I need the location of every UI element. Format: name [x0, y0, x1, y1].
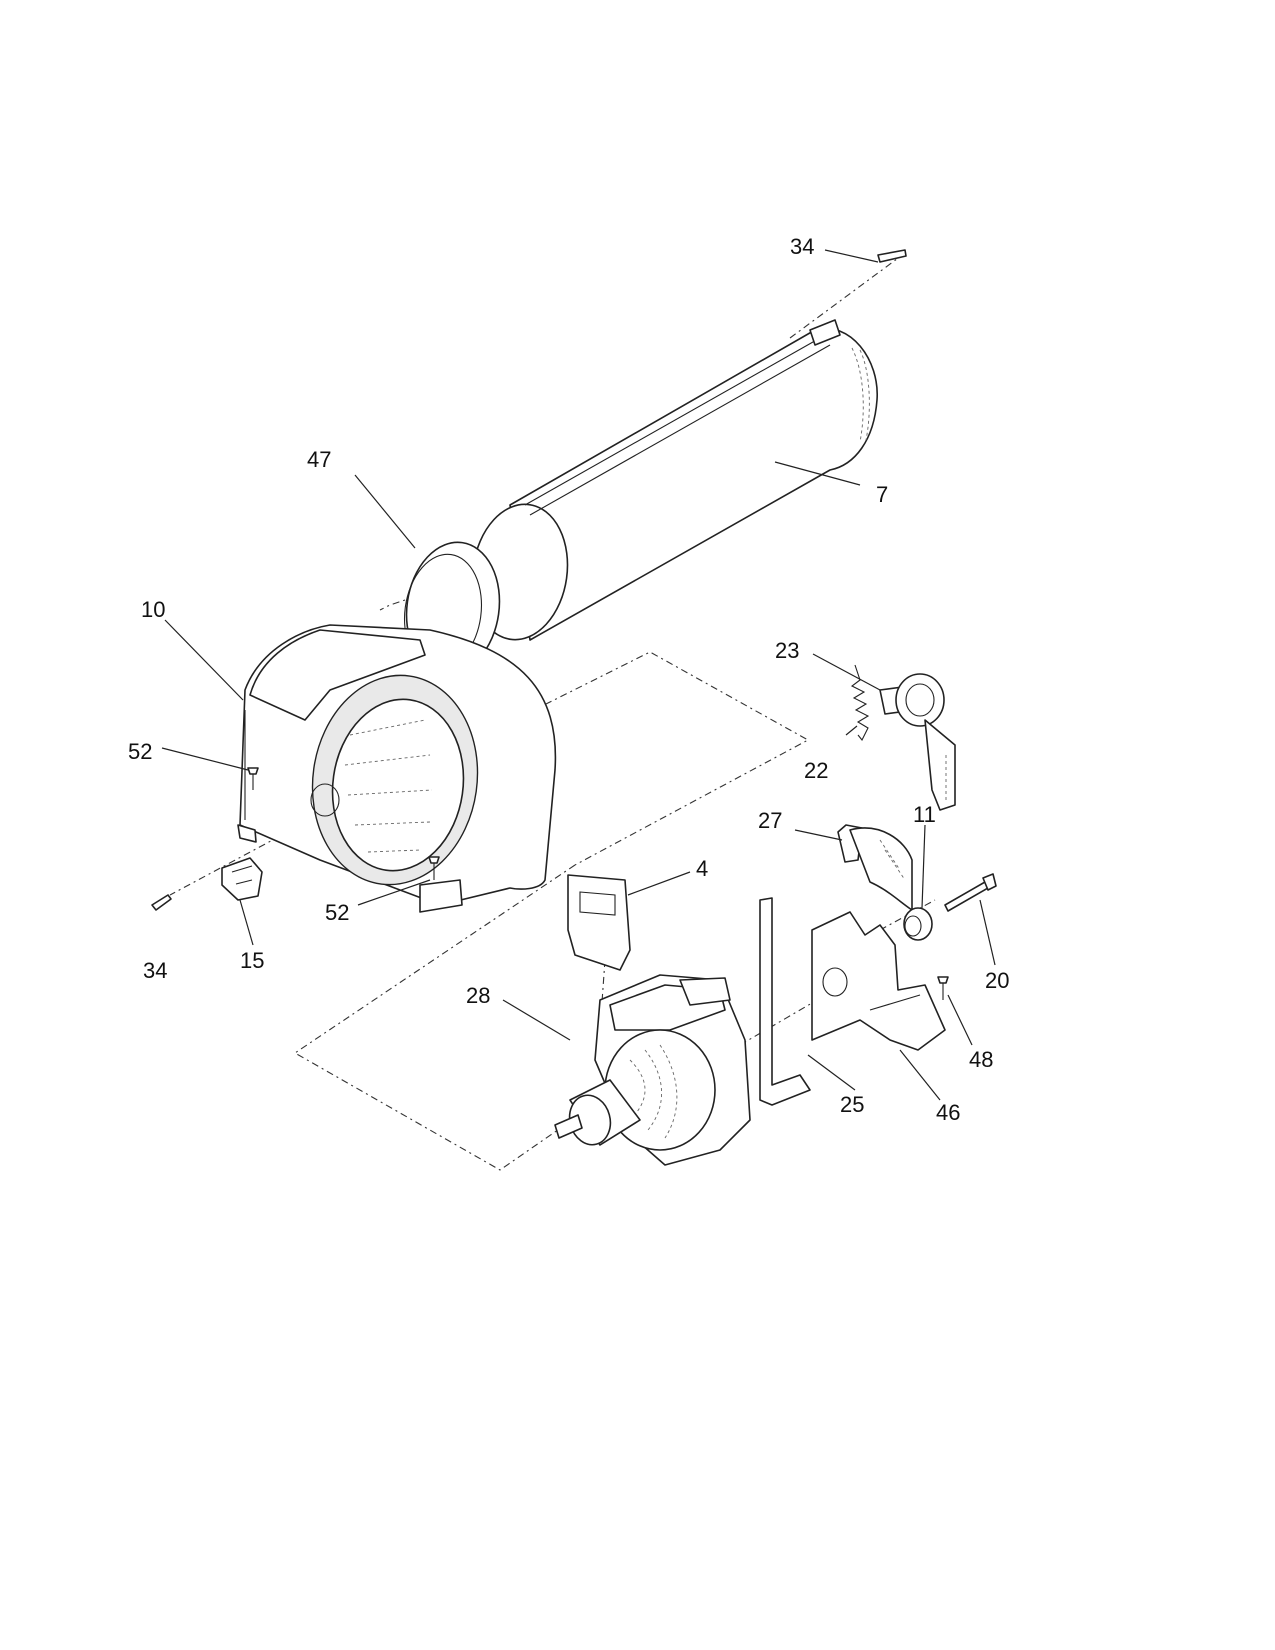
idler-bracket-part-27: [837, 824, 913, 911]
callout-10: 10: [141, 597, 165, 622]
callout-47: 47: [307, 447, 331, 472]
callout-7: 7: [876, 482, 888, 507]
callout-23: 23: [775, 638, 799, 663]
callout-11: 11: [913, 802, 936, 827]
callout-34-top: 34: [790, 234, 814, 259]
callout-52-bottom: 52: [325, 900, 349, 925]
callout-22: 22: [804, 758, 828, 783]
roller-part-11: [903, 907, 933, 941]
idler-pulley-part-23: [879, 673, 956, 811]
leader-lines: [161, 249, 996, 1101]
callout-labels: 34 47 7 10 23 52 22 27 11 4 52 34 15 20 …: [128, 234, 1009, 1125]
bolt-part-20: [944, 873, 997, 912]
motor-blower-part-28: [554, 974, 751, 1166]
belt-part-25: [759, 897, 811, 1106]
callout-25: 25: [840, 1092, 864, 1117]
callout-27: 27: [758, 808, 782, 833]
screw-part-48: [937, 976, 949, 1000]
callout-52-left: 52: [128, 739, 152, 764]
screw-part-52-bottom: [428, 856, 440, 880]
callout-15: 15: [240, 948, 264, 973]
screw-part-34-left: [151, 894, 172, 911]
motor-mount-part-46: [811, 911, 946, 1051]
callout-4: 4: [696, 856, 708, 881]
callout-48: 48: [969, 1047, 993, 1072]
screw-part-52-left: [247, 767, 259, 790]
callout-34-left: 34: [143, 958, 167, 983]
callout-28: 28: [466, 983, 490, 1008]
spring-part-22: [850, 664, 870, 742]
front-bulkhead-part-10: [237, 624, 557, 913]
screw-part-34-top: [877, 249, 907, 263]
callout-20: 20: [985, 968, 1009, 993]
switch-part-15: [221, 857, 263, 901]
callout-46: 46: [936, 1100, 960, 1125]
drum-part-7: [471, 319, 878, 641]
duct-seal-part-4: [567, 874, 631, 971]
